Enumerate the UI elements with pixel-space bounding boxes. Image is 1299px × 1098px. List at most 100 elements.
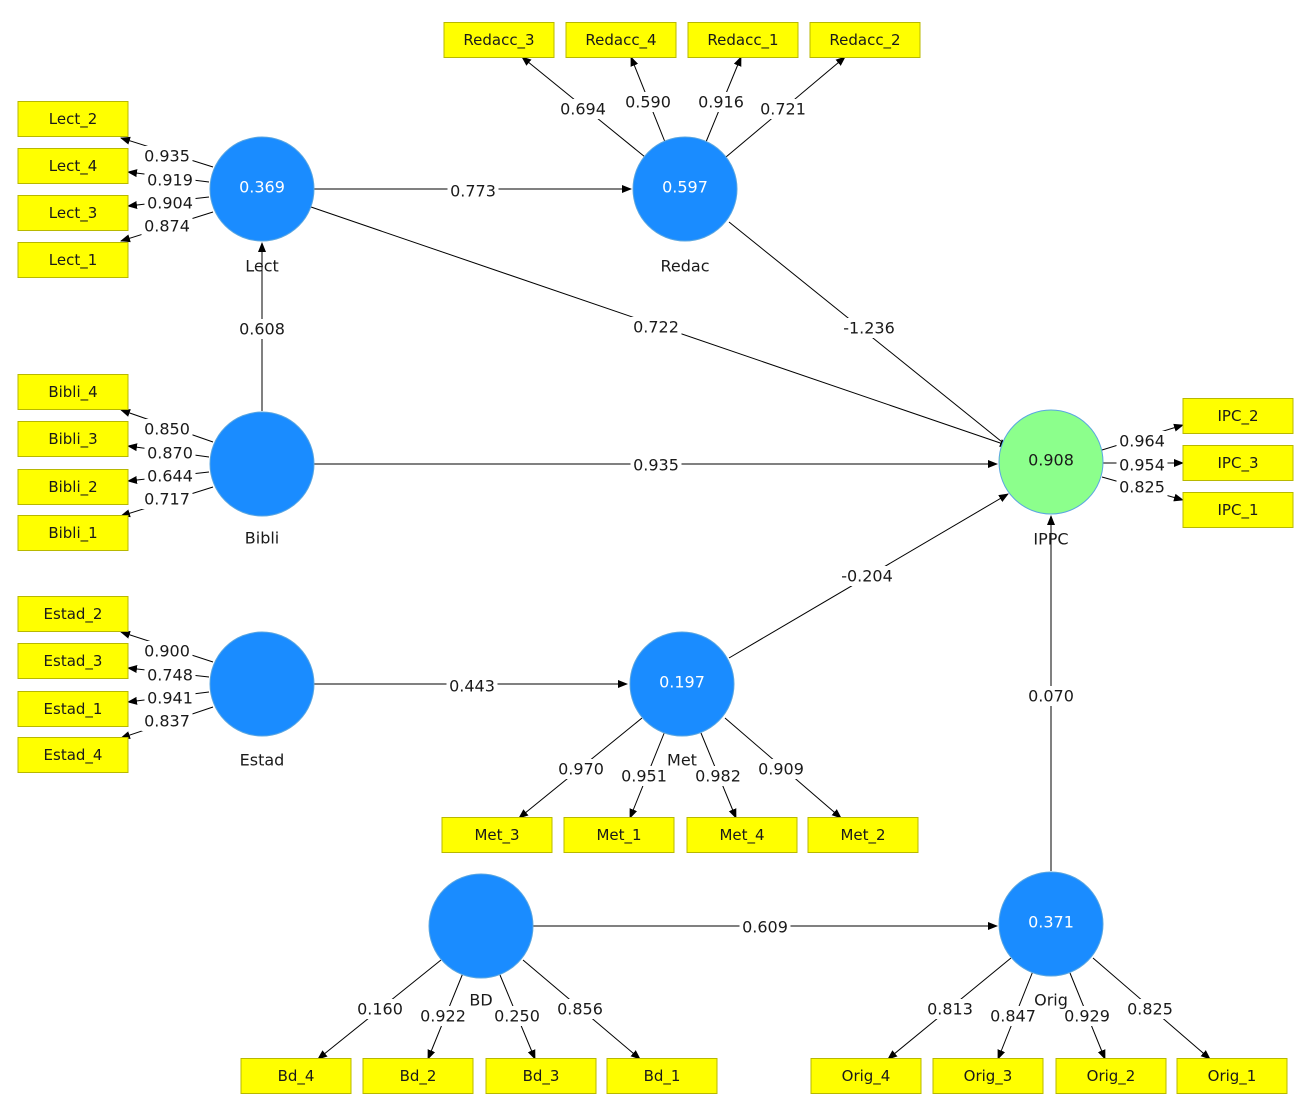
indicator-ipc_1[interactable]: IPC_1 xyxy=(1182,492,1294,528)
indicator-met_3[interactable]: Met_3 xyxy=(441,817,553,853)
latent-bibli[interactable] xyxy=(209,411,315,517)
indicator-met_1[interactable]: Met_1 xyxy=(563,817,675,853)
indicator-box[interactable] xyxy=(1055,1058,1167,1094)
indicator-estad_2[interactable]: Estad_2 xyxy=(17,596,129,632)
indicator-lect_2[interactable]: Lect_2 xyxy=(17,101,129,137)
indicator-orig_4[interactable]: Orig_4 xyxy=(810,1058,922,1094)
indicator-met_4[interactable]: Met_4 xyxy=(686,817,798,853)
latent-circle[interactable] xyxy=(209,631,315,737)
indicator-bibli_2[interactable]: Bibli_2 xyxy=(17,469,129,505)
loading-orig_4-group: 0.813 xyxy=(924,999,976,1019)
latent-orig[interactable]: 0.371 xyxy=(998,871,1104,977)
latent-circle[interactable] xyxy=(428,873,534,979)
indicator-redacc_1[interactable]: Redacc_1 xyxy=(687,22,799,58)
indicator-orig_1[interactable]: Orig_1 xyxy=(1176,1058,1288,1094)
loading-bd_3-bg xyxy=(491,1006,543,1026)
indicator-box[interactable] xyxy=(809,22,921,58)
latent-bd[interactable] xyxy=(428,873,534,979)
indicator-box[interactable] xyxy=(17,515,129,551)
indicator-box[interactable] xyxy=(687,22,799,58)
indicator-box[interactable] xyxy=(810,1058,922,1094)
indicator-box[interactable] xyxy=(1182,492,1294,528)
path-coef-bibli-lect: 0.608 xyxy=(239,320,285,339)
indicator-box[interactable] xyxy=(443,22,555,58)
indicator-redacc_2[interactable]: Redacc_2 xyxy=(809,22,921,58)
indicator-estad_4[interactable]: Estad_4 xyxy=(17,737,129,773)
loading-bibli_1-bg xyxy=(141,489,193,509)
indicator-box[interactable] xyxy=(807,817,919,853)
loading-redacc_2: 0.721 xyxy=(760,100,806,119)
loading-orig_2: 0.929 xyxy=(1064,1007,1110,1026)
indicator-bd_1[interactable]: Bd_1 xyxy=(606,1058,718,1094)
indicator-box[interactable] xyxy=(563,817,675,853)
indicator-box[interactable] xyxy=(565,22,677,58)
indicator-bd_3[interactable]: Bd_3 xyxy=(485,1058,597,1094)
path-coef-bibli-lect-group: 0.608 xyxy=(236,319,288,339)
indicator-box[interactable] xyxy=(932,1058,1044,1094)
path-coef-estad-met-group: 0.443 xyxy=(446,676,498,696)
indicator-box[interactable] xyxy=(17,596,129,632)
indicator-ipc_2[interactable]: IPC_2 xyxy=(1182,398,1294,434)
indicator-box[interactable] xyxy=(362,1058,474,1094)
indicator-met_2[interactable]: Met_2 xyxy=(807,817,919,853)
indicator-label: Redacc_1 xyxy=(707,31,778,50)
indicator-box[interactable] xyxy=(1182,445,1294,481)
latent-circle[interactable] xyxy=(632,136,738,242)
indicator-bibli_3[interactable]: Bibli_3 xyxy=(17,421,129,457)
indicator-box[interactable] xyxy=(686,817,798,853)
loading-estad_3-bg xyxy=(144,665,196,685)
indicator-redacc_4[interactable]: Redacc_4 xyxy=(565,22,677,58)
indicator-redacc_3[interactable]: Redacc_3 xyxy=(443,22,555,58)
indicator-box[interactable] xyxy=(17,643,129,679)
latent-circle[interactable] xyxy=(629,631,735,737)
loading-ipc_1-bg xyxy=(1116,477,1168,497)
indicator-box[interactable] xyxy=(17,421,129,457)
indicator-box[interactable] xyxy=(17,737,129,773)
latent-name: BD xyxy=(469,991,492,1010)
indicator-lect_4[interactable]: Lect_4 xyxy=(17,148,129,184)
indicator-box[interactable] xyxy=(17,195,129,231)
indicator-estad_3[interactable]: Estad_3 xyxy=(17,643,129,679)
latent-lect[interactable]: 0.369 xyxy=(209,136,315,242)
indicator-bibli_4[interactable]: Bibli_4 xyxy=(17,374,129,410)
latent-circle[interactable] xyxy=(998,409,1104,515)
loading-redacc_3: 0.694 xyxy=(560,100,606,119)
indicator-box[interactable] xyxy=(17,691,129,727)
indicator-box[interactable] xyxy=(441,817,553,853)
latent-r2-value: 0.369 xyxy=(239,178,285,197)
indicator-ipc_3[interactable]: IPC_3 xyxy=(1182,445,1294,481)
indicator-bd_4[interactable]: Bd_4 xyxy=(240,1058,352,1094)
indicator-bibli_1[interactable]: Bibli_1 xyxy=(17,515,129,551)
latent-circle[interactable] xyxy=(209,411,315,517)
indicator-bd_2[interactable]: Bd_2 xyxy=(362,1058,474,1094)
indicator-box[interactable] xyxy=(17,148,129,184)
loading-met_2-bg xyxy=(755,759,807,779)
indicator-box[interactable] xyxy=(17,374,129,410)
latent-circle[interactable] xyxy=(998,871,1104,977)
indicator-box[interactable] xyxy=(1176,1058,1288,1094)
indicator-lect_1[interactable]: Lect_1 xyxy=(17,242,129,278)
latent-ippc[interactable]: 0.908 xyxy=(998,409,1104,515)
indicator-lect_3[interactable]: Lect_3 xyxy=(17,195,129,231)
indicator-label: IPC_2 xyxy=(1218,407,1259,426)
indicator-label: Bd_3 xyxy=(523,1067,560,1086)
loading-met_2: 0.909 xyxy=(758,760,804,779)
indicator-orig_3[interactable]: Orig_3 xyxy=(932,1058,1044,1094)
indicator-box[interactable] xyxy=(485,1058,597,1094)
latent-circle[interactable] xyxy=(209,136,315,242)
indicator-estad_1[interactable]: Estad_1 xyxy=(17,691,129,727)
indicator-box[interactable] xyxy=(1182,398,1294,434)
coefficient-labels: 0.7730.722-1.2360.6080.9350.443-0.2040.6… xyxy=(141,92,1176,1026)
indicator-box[interactable] xyxy=(17,469,129,505)
latent-name: Estad xyxy=(240,751,285,770)
indicator-box[interactable] xyxy=(240,1058,352,1094)
latent-redac[interactable]: 0.597 xyxy=(632,136,738,242)
indicator-box[interactable] xyxy=(17,242,129,278)
indicator-orig_2[interactable]: Orig_2 xyxy=(1055,1058,1167,1094)
indicator-box[interactable] xyxy=(17,101,129,137)
indicator-box[interactable] xyxy=(606,1058,718,1094)
latent-met[interactable]: 0.197 xyxy=(629,631,735,737)
path-coef-orig-ippc: 0.070 xyxy=(1028,687,1074,706)
latent-estad[interactable] xyxy=(209,631,315,737)
loading-bibli_3-bg xyxy=(144,443,196,463)
